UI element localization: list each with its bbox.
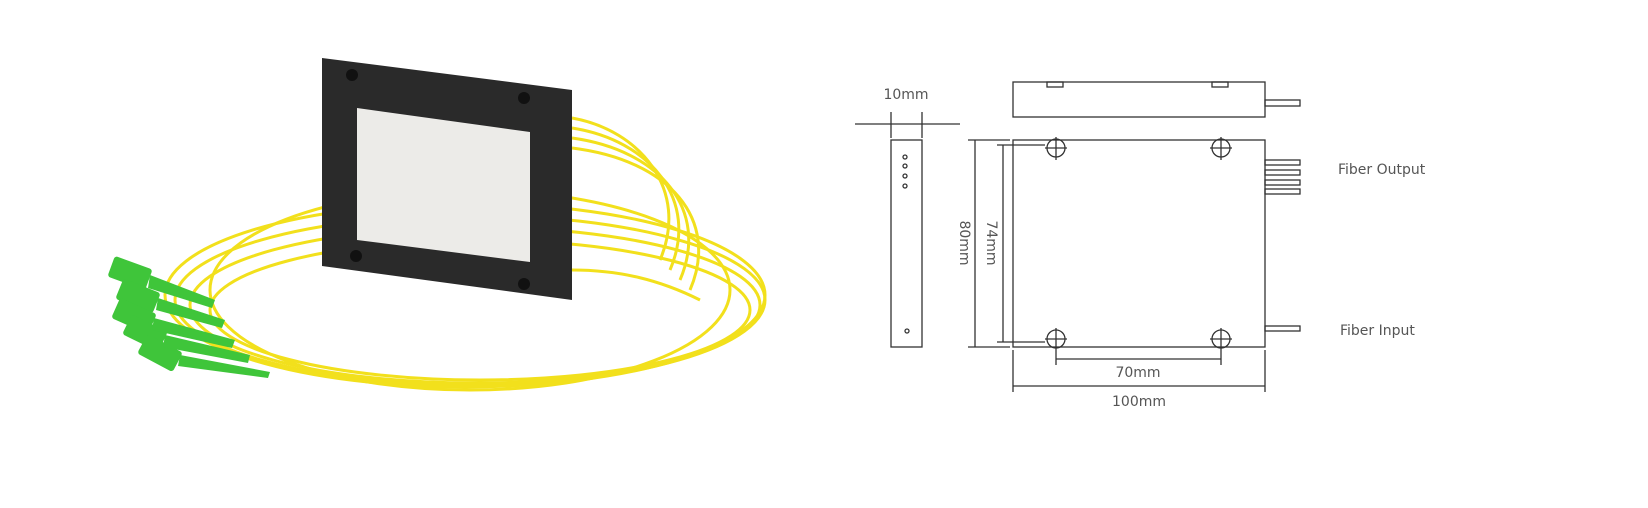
mounting-holes [1045, 137, 1232, 350]
length-label: 100mm [1112, 394, 1166, 410]
fiber-output-label: Fiber Output [1338, 162, 1426, 178]
top-view [1012, 81, 1301, 118]
outer-height-label: 80mm [956, 220, 972, 265]
dimension-drawing: 10mm [855, 81, 1426, 410]
width-dimension-label: 10mm [883, 87, 928, 103]
front-view: 80mm 74mm 70mm 100mm Fiber Output Fiber … [956, 137, 1426, 410]
splitter-housing [322, 58, 572, 300]
inner-height-label: 74mm [983, 220, 999, 265]
output-fibers [1264, 159, 1301, 195]
fiber-input-label: Fiber Input [1340, 323, 1415, 339]
input-fiber [1264, 325, 1301, 332]
sc-connectors [108, 256, 270, 378]
product-photo [108, 58, 767, 392]
side-view: 10mm [855, 87, 960, 348]
hole-spacing-label: 70mm [1115, 365, 1160, 381]
